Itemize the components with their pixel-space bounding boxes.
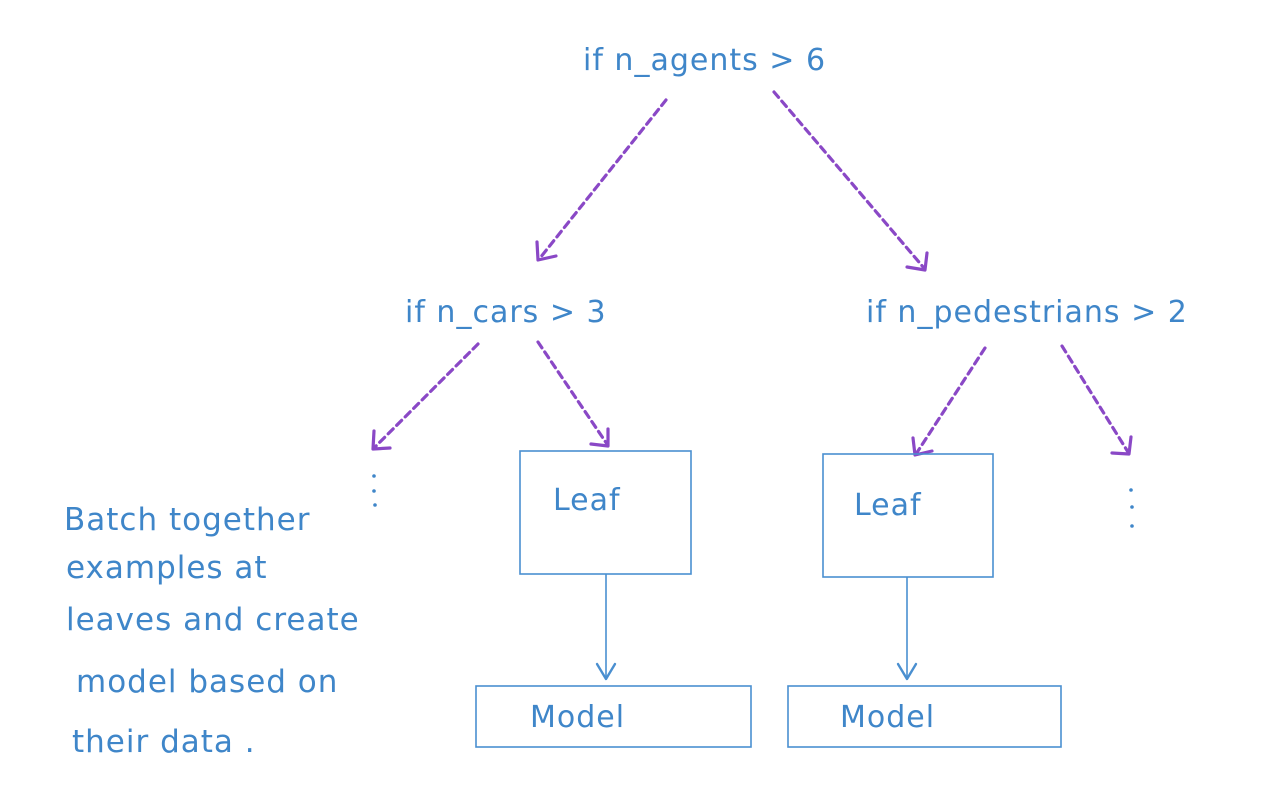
note-line-1: Batch together <box>64 502 310 538</box>
model-box-left <box>475 685 752 748</box>
note-line-2: examples at <box>66 550 268 586</box>
left-condition-label: if n_cars > 3 <box>405 295 607 330</box>
left-to-ellipsis-arrow <box>371 342 480 451</box>
leaf-label-right: Leaf <box>854 488 922 523</box>
leaf-to-model-arrow-right <box>896 577 918 681</box>
right-condition-label: if n_pedestrians > 2 <box>866 295 1188 330</box>
left-ellipsis-icon <box>372 474 377 507</box>
model-box-right <box>787 685 1062 748</box>
note-line-3: leaves and create <box>66 602 360 638</box>
model-label-right: Model <box>840 700 935 735</box>
right-to-ellipsis-arrow <box>1060 344 1133 456</box>
note-line-5: their data . <box>72 724 256 760</box>
leaf-to-model-arrow-left <box>595 574 617 681</box>
leaf-box-right <box>822 453 994 578</box>
left-to-leaf-arrow <box>536 340 610 448</box>
model-label-left: Model <box>530 700 625 735</box>
root-to-left-arrow <box>535 98 668 262</box>
leaf-label-left: Leaf <box>553 483 621 518</box>
root-condition-label: if n_agents > 6 <box>583 43 826 78</box>
note-line-4: model based on <box>76 664 338 700</box>
right-ellipsis-icon <box>1129 488 1134 528</box>
root-to-right-arrow <box>772 90 929 272</box>
right-to-leaf-arrow <box>911 346 987 457</box>
